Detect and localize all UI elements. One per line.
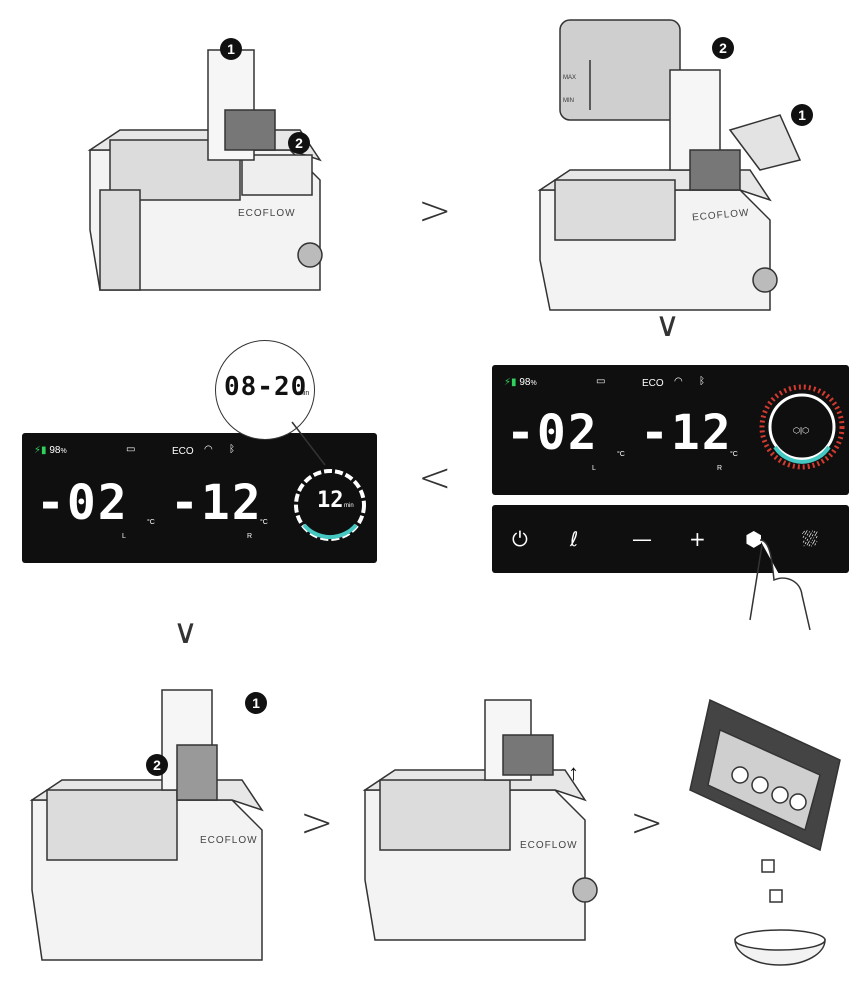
fridge-illustration-4	[362, 699, 598, 941]
right-unit: °C	[730, 451, 738, 458]
eco-label-left: ECO	[172, 446, 194, 457]
arrow-left-1: <	[418, 455, 452, 501]
step-marker-2c: 2	[146, 754, 168, 776]
callout-value: 08-20	[224, 372, 308, 402]
max-label: MAX	[563, 75, 577, 81]
step-marker-2: 2	[288, 132, 310, 154]
right-unit-left: °C	[260, 519, 268, 526]
fridge-illustration-3	[29, 689, 264, 961]
brand-label-3: ECOFLOW	[200, 835, 258, 846]
right-zone-label-left: R	[247, 533, 253, 540]
power-button[interactable]: ⏻	[512, 527, 528, 551]
battery-readout-left: ⚡▮ 98%	[34, 445, 67, 456]
arrow-right-2: >	[300, 800, 334, 846]
right-zone-label: R	[717, 465, 723, 472]
callout-connector	[291, 421, 326, 466]
battery-readout: ⚡▮ 98%	[504, 377, 537, 388]
eco-label: ECO	[642, 378, 664, 389]
ring-unit: min	[344, 503, 354, 509]
ring-ice-icon: ⬡|⬡	[793, 426, 809, 435]
control-panel: ⏻ ℓ — + ⬢ ⛆	[492, 505, 849, 573]
callout-unit: min	[298, 390, 310, 397]
thermometer-button[interactable]: ℓ	[570, 527, 579, 551]
ice-dispense-button[interactable]: ⛆	[802, 527, 818, 551]
min-label: MIN	[563, 98, 574, 104]
wifi-icon: ◠	[674, 376, 683, 387]
up-arrow-icon: ↑	[568, 760, 579, 785]
battery-icon: ▭	[596, 376, 606, 387]
arrow-right-3: >	[630, 800, 664, 846]
finger-press-icon	[749, 539, 811, 631]
fridge-illustration-1	[87, 49, 323, 291]
brand-label-4: ECOFLOW	[520, 840, 578, 851]
bluetooth-icon-left: ᛒ	[229, 444, 235, 455]
left-unit: °C	[617, 451, 625, 458]
callout-bubble	[215, 340, 315, 440]
right-temp-left: -12	[170, 475, 263, 531]
minus-button[interactable]: —	[632, 527, 652, 551]
ring-value: 12	[317, 488, 344, 513]
step-marker-1c: 1	[245, 692, 267, 714]
ice-maker-button[interactable]: ⬢	[745, 527, 763, 551]
arrow-right-1: >	[418, 188, 452, 234]
fridge-illustration-2	[537, 19, 802, 311]
step-marker-1b: 1	[791, 104, 813, 126]
left-temp-left: -02	[36, 475, 129, 531]
timer-ring	[294, 469, 366, 541]
right-temp: -12	[640, 405, 733, 461]
ice-progress-ring: ⬡|⬡	[759, 384, 845, 470]
plus-button[interactable]: +	[689, 527, 706, 551]
ice-pour-illustration	[689, 698, 841, 966]
bluetooth-icon: ᛒ	[699, 376, 705, 387]
step-marker-2b: 2	[712, 37, 734, 59]
arrow-down-1: ∨	[655, 305, 680, 345]
display-panel-top: ⚡▮ 98% ▭ ECO ◠ ᛒ -02 °C L -12 °C R ⬡|⬡	[492, 365, 849, 495]
battery-icon-left: ▭	[126, 444, 136, 455]
left-zone-label-left: L	[122, 533, 126, 540]
left-unit-left: °C	[147, 519, 155, 526]
step-marker-1: 1	[220, 38, 242, 60]
left-zone-label: L	[592, 465, 596, 472]
arrow-down-2: ∨	[173, 612, 198, 652]
wifi-icon-left: ◠	[204, 444, 213, 455]
left-temp: -02	[506, 405, 599, 461]
brand-label: ECOFLOW	[238, 208, 296, 219]
